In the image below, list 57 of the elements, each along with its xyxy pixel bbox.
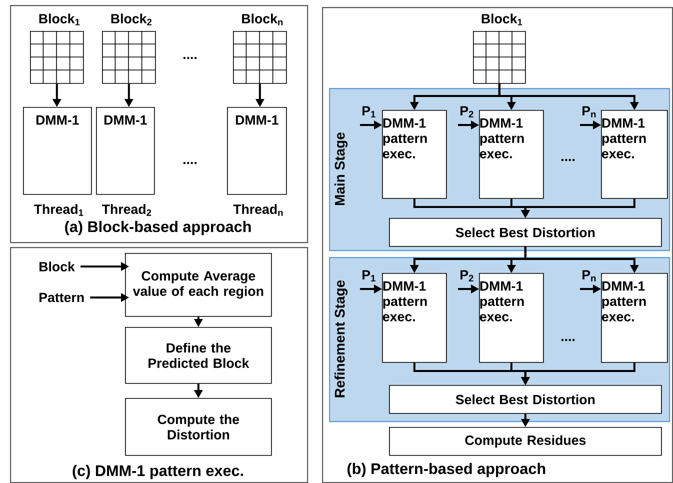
- input-label: Pattern: [40, 292, 84, 302]
- arrow: [580, 284, 601, 294]
- arrow: [520, 198, 636, 218]
- panel-title: (b) Pattern-based approach: [348, 462, 546, 478]
- arrow: [498, 84, 639, 110]
- arrow: [90, 293, 129, 302]
- pattern-label: P$_{2}$: [460, 106, 474, 118]
- arrow: [255, 84, 264, 107]
- arrow: [80, 262, 129, 271]
- arrow: [124, 84, 134, 107]
- process-box: Compute the Distortion: [125, 398, 272, 456]
- arrow: [520, 414, 530, 427]
- block-label: Block$_{n}$: [242, 14, 283, 26]
- ellipsis: ....: [562, 339, 574, 341]
- arrow: [580, 120, 601, 130]
- block-label: Block$_{2}$: [111, 14, 152, 26]
- pattern-label: P$_{n}$: [582, 270, 596, 282]
- arrow: [458, 284, 479, 294]
- panel-title: (c) DMM-1 pattern exec.: [72, 464, 243, 480]
- arrow: [524, 246, 639, 273]
- stage-label: Main Stage: [334, 132, 348, 206]
- stage-label: Refinement Stage: [334, 280, 348, 398]
- process-box: Compute Residues: [389, 427, 662, 456]
- process-box: Select Best Distortion: [389, 218, 662, 247]
- arrow: [458, 120, 479, 130]
- process-box: Define the Predicted Block: [125, 327, 272, 384]
- process-box: Compute Average value of each region: [125, 253, 272, 317]
- ellipsis: ....: [184, 57, 196, 59]
- arrow: [52, 84, 62, 107]
- process-box: DMM-1 pattern exec.: [479, 273, 544, 363]
- pattern-label: P$_{2}$: [460, 270, 474, 282]
- arrow: [194, 384, 203, 398]
- ellipsis: ....: [184, 162, 196, 164]
- process-box: DMM-1: [23, 107, 92, 195]
- arrow: [360, 120, 382, 130]
- pattern-label: P$_{n}$: [582, 106, 596, 118]
- process-box: DMM-1: [96, 107, 155, 195]
- arrow: [360, 284, 382, 294]
- process-box: DMM-1: [227, 107, 287, 195]
- process-box: DMM-1 pattern exec.: [382, 110, 447, 199]
- thread-label: Thread$_{n}$: [233, 204, 283, 216]
- arrow: [194, 316, 203, 327]
- block-label: Block$_{1}$: [39, 14, 80, 26]
- arrow: [520, 362, 636, 385]
- thread-label: Thread$_{1}$: [34, 204, 84, 216]
- pattern-label: P$_{1}$: [362, 270, 376, 282]
- process-box: Select Best Distortion: [389, 385, 662, 414]
- thread-label: Thread$_{2}$: [102, 204, 152, 216]
- block-label: Block$_{1}$: [482, 14, 522, 26]
- process-box: DMM-1 pattern exec.: [601, 273, 668, 363]
- ellipsis: ....: [562, 159, 574, 161]
- process-box: DMM-1 pattern exec.: [479, 110, 544, 199]
- pattern-label: P$_{1}$: [362, 106, 376, 118]
- input-label: Block: [40, 262, 75, 272]
- process-box: DMM-1 pattern exec.: [382, 273, 447, 363]
- panel-title: (a) Block-based approach: [65, 220, 251, 236]
- process-box: DMM-1 pattern exec.: [601, 110, 668, 199]
